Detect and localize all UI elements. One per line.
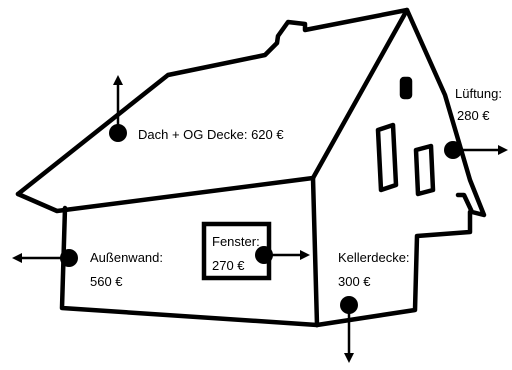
house-corner bbox=[310, 175, 320, 328]
wall-title: Außenwand: bbox=[90, 250, 163, 265]
eaves-line bbox=[15, 175, 316, 214]
gable-window-left bbox=[375, 122, 399, 193]
cellar-dot bbox=[340, 296, 358, 314]
measurement-points bbox=[60, 124, 462, 314]
wall-dot bbox=[60, 249, 78, 267]
roof-label: Dach + OG Decke: 620 € bbox=[138, 127, 284, 142]
cellar-value: 300 € bbox=[338, 274, 371, 289]
wall-value: 560 € bbox=[90, 274, 123, 289]
gable-wall bbox=[314, 209, 473, 328]
ventilation-dot bbox=[444, 141, 462, 159]
ventilation-value: 280 € bbox=[457, 108, 490, 123]
gable-windows bbox=[375, 76, 436, 197]
roof-dot bbox=[109, 124, 127, 142]
heat-loss-arrows bbox=[12, 75, 508, 363]
gable-window-right bbox=[413, 143, 436, 197]
gable-edge bbox=[310, 7, 410, 181]
cellar-title: Kellerdecke: bbox=[338, 250, 410, 265]
roof-outline bbox=[15, 7, 487, 218]
window-value: 270 € bbox=[212, 258, 245, 273]
attic-window bbox=[399, 76, 413, 100]
front-wall bbox=[59, 205, 320, 328]
ventilation-title: Lüftung: bbox=[455, 86, 502, 101]
window-title: Fenster: bbox=[212, 234, 260, 249]
window-dot bbox=[255, 246, 273, 264]
house-outline bbox=[15, 7, 487, 328]
